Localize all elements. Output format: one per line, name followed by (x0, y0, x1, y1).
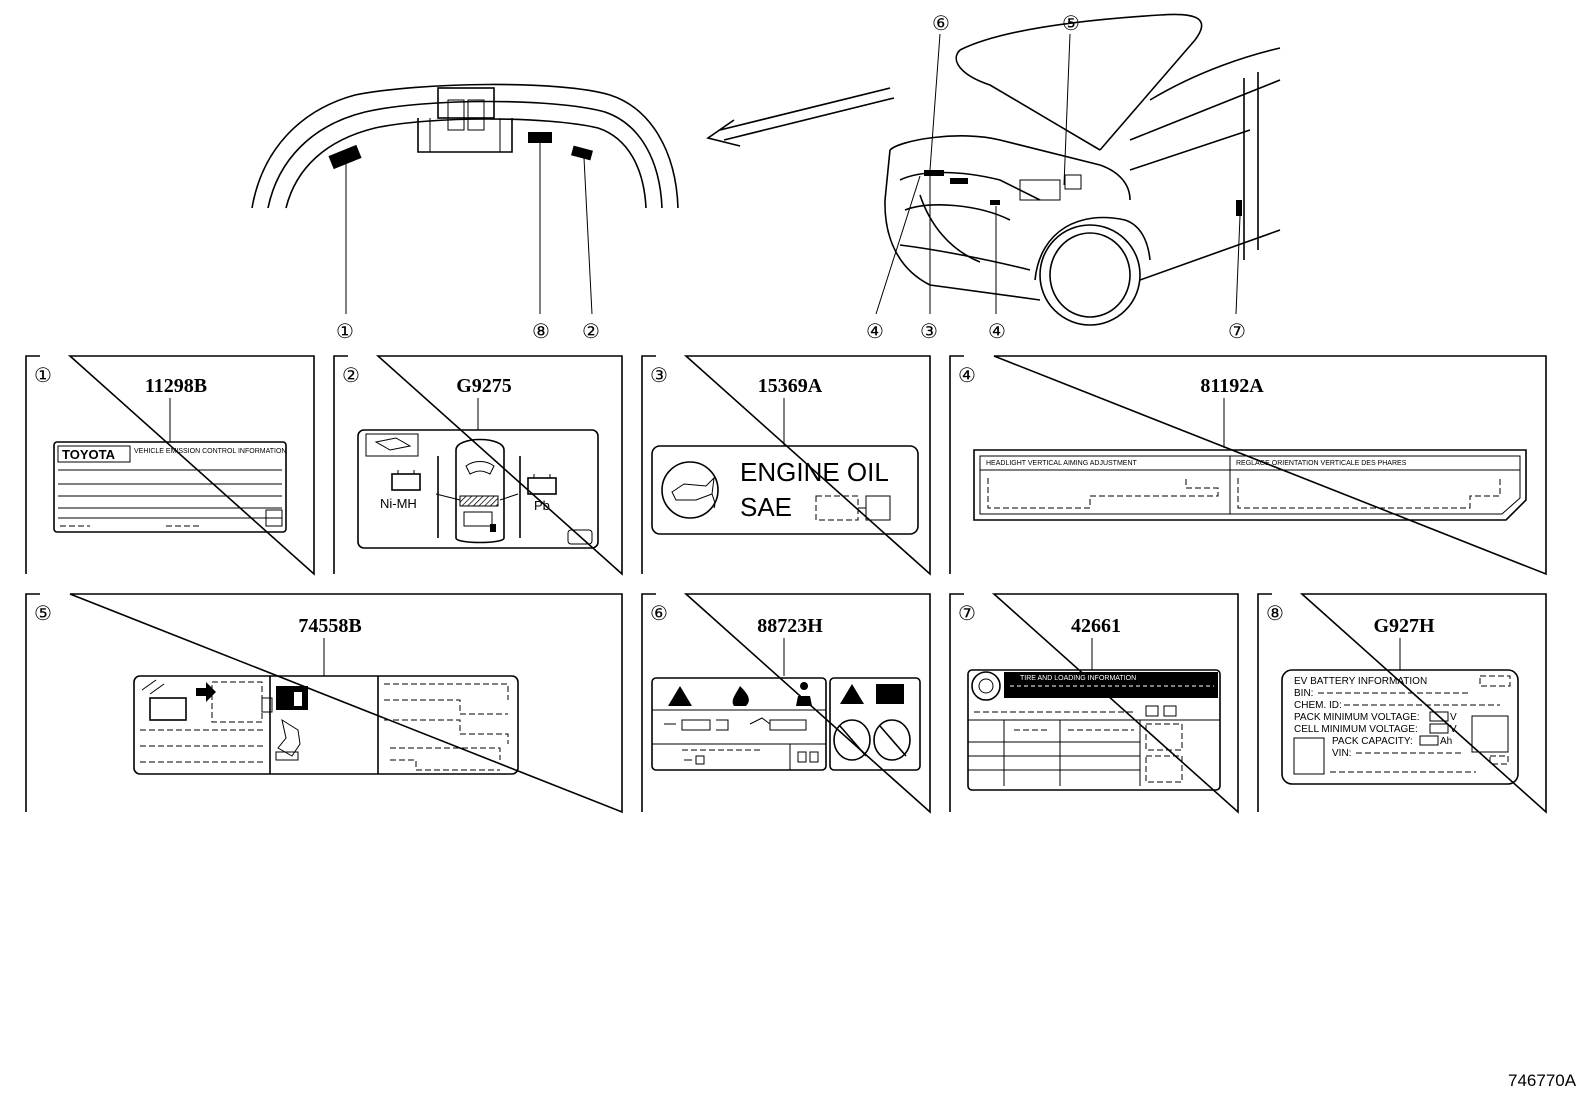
warning-icon (668, 686, 692, 706)
callouts-hood: ① ⑧ ② (336, 321, 600, 343)
panel-7-number: ⑦ (958, 603, 976, 625)
ev-unit-v1: V (1450, 712, 1457, 723)
panel-2: ② G9275 Ni-MH Pb (333, 355, 623, 576)
person-icon (796, 682, 812, 706)
no-flame-icon (833, 719, 871, 761)
panel-1-number: ① (34, 365, 52, 387)
oil-can-icon (661, 461, 719, 519)
direction-arrow (706, 87, 895, 147)
tire-icon (971, 671, 1001, 701)
callouts-vehicle: ⑥ ⑤ ④ ③ ④ ⑦ (866, 13, 1246, 343)
callout-8: ⑧ (532, 321, 550, 343)
callout-1: ① (336, 321, 354, 343)
panel-3: ③ 15369A ENGINE OIL SAE (641, 355, 931, 576)
hood-underside-view (251, 83, 679, 315)
label-sae: SAE (740, 492, 792, 522)
panel-3-number: ③ (650, 365, 668, 387)
panel-6-part-number: 88723H (757, 615, 823, 637)
panel-3-part-number: 15369A (758, 375, 823, 397)
panel-5-part-number: 74558B (298, 615, 361, 637)
label-emission: VEHICLE EMISSION CONTROL INFORMATION (134, 448, 286, 455)
panel-2-number: ② (342, 365, 360, 387)
flame-icon (732, 686, 749, 706)
panel-8: ⑧ G927H EV BATTERY INFORMATION BIN: CHEM… (1257, 593, 1547, 814)
label-headlight-right: REGLAGE ORIENTATION VERTICALE DES PHARES (1236, 460, 1407, 467)
panel-6-number: ⑥ (650, 603, 668, 625)
panel-4-number: ④ (958, 365, 976, 387)
label-2-mark (571, 145, 593, 161)
ev-pack-min: PACK MINIMUM VOLTAGE: (1294, 712, 1420, 723)
no-smoking-icon (873, 719, 911, 761)
panel-5: ⑤ 74558B (25, 593, 623, 814)
callout-7: ⑦ (1228, 321, 1246, 343)
label-tire-info: TIRE AND LOADING INFORMATION (1020, 675, 1136, 682)
ev-title: EV BATTERY INFORMATION (1294, 676, 1427, 687)
callout-6: ⑥ (932, 13, 950, 35)
callout-4a: ④ (866, 321, 884, 343)
ev-unit-ah: Ah (1440, 736, 1452, 747)
ev-unit-v2: V (1450, 724, 1457, 735)
ev-pack-cap: PACK CAPACITY: (1332, 736, 1413, 747)
ev-cell-min: CELL MINIMUM VOLTAGE: (1294, 724, 1418, 735)
battery-icon-pb (527, 477, 557, 495)
ev-vin: VIN: (1332, 748, 1351, 759)
callout-3: ③ (920, 321, 938, 343)
label-nimh: Ni-MH (380, 496, 417, 511)
label-engine-oil: ENGINE OIL (740, 457, 889, 487)
battery-icon-nimh (391, 473, 421, 491)
panel-1-part-number: 11298B (145, 375, 207, 397)
vehicle-view (875, 13, 1281, 326)
reference-code: 746770A (1508, 1071, 1577, 1090)
hand-icon (277, 718, 301, 757)
callout-5: ⑤ (1062, 13, 1080, 35)
panel-8-number: ⑧ (1266, 603, 1284, 625)
panel-7: ⑦ 42661 TIRE AND LOADING INFORMATION (949, 593, 1239, 814)
manual-icon-2 (876, 684, 904, 704)
panel-1: ① 11298B TOYOTA VEHICLE EMISSION CONTROL… (25, 355, 315, 576)
ev-chem: CHEM. ID: (1294, 700, 1342, 711)
manual-icon (276, 686, 308, 710)
panel-6: ⑥ 88723H (641, 593, 931, 814)
panel-2-part-number: G9275 (456, 375, 512, 397)
ev-bin: BIN: (1294, 688, 1313, 699)
panel-8-part-number: G927H (1373, 615, 1435, 637)
panel-5-number: ⑤ (34, 603, 52, 625)
callout-2: ② (582, 321, 600, 343)
label-1-mark (328, 144, 362, 170)
warning-icon-2 (840, 684, 864, 704)
panel-7-part-number: 42661 (1071, 615, 1121, 637)
panel-4-part-number: 81192A (1200, 375, 1264, 397)
label-headlight-left: HEADLIGHT VERTICAL AIMING ADJUSTMENT (986, 460, 1138, 467)
battery-icon (149, 697, 187, 721)
callout-4b: ④ (988, 321, 1006, 343)
label-toyota: TOYOTA (62, 447, 116, 462)
arrow-right-icon (196, 682, 216, 702)
panel-4: ④ 81192A HEADLIGHT VERTICAL AIMING ADJUS… (949, 355, 1547, 576)
label-8-mark (528, 132, 552, 143)
label-pb: Pb (534, 498, 550, 513)
